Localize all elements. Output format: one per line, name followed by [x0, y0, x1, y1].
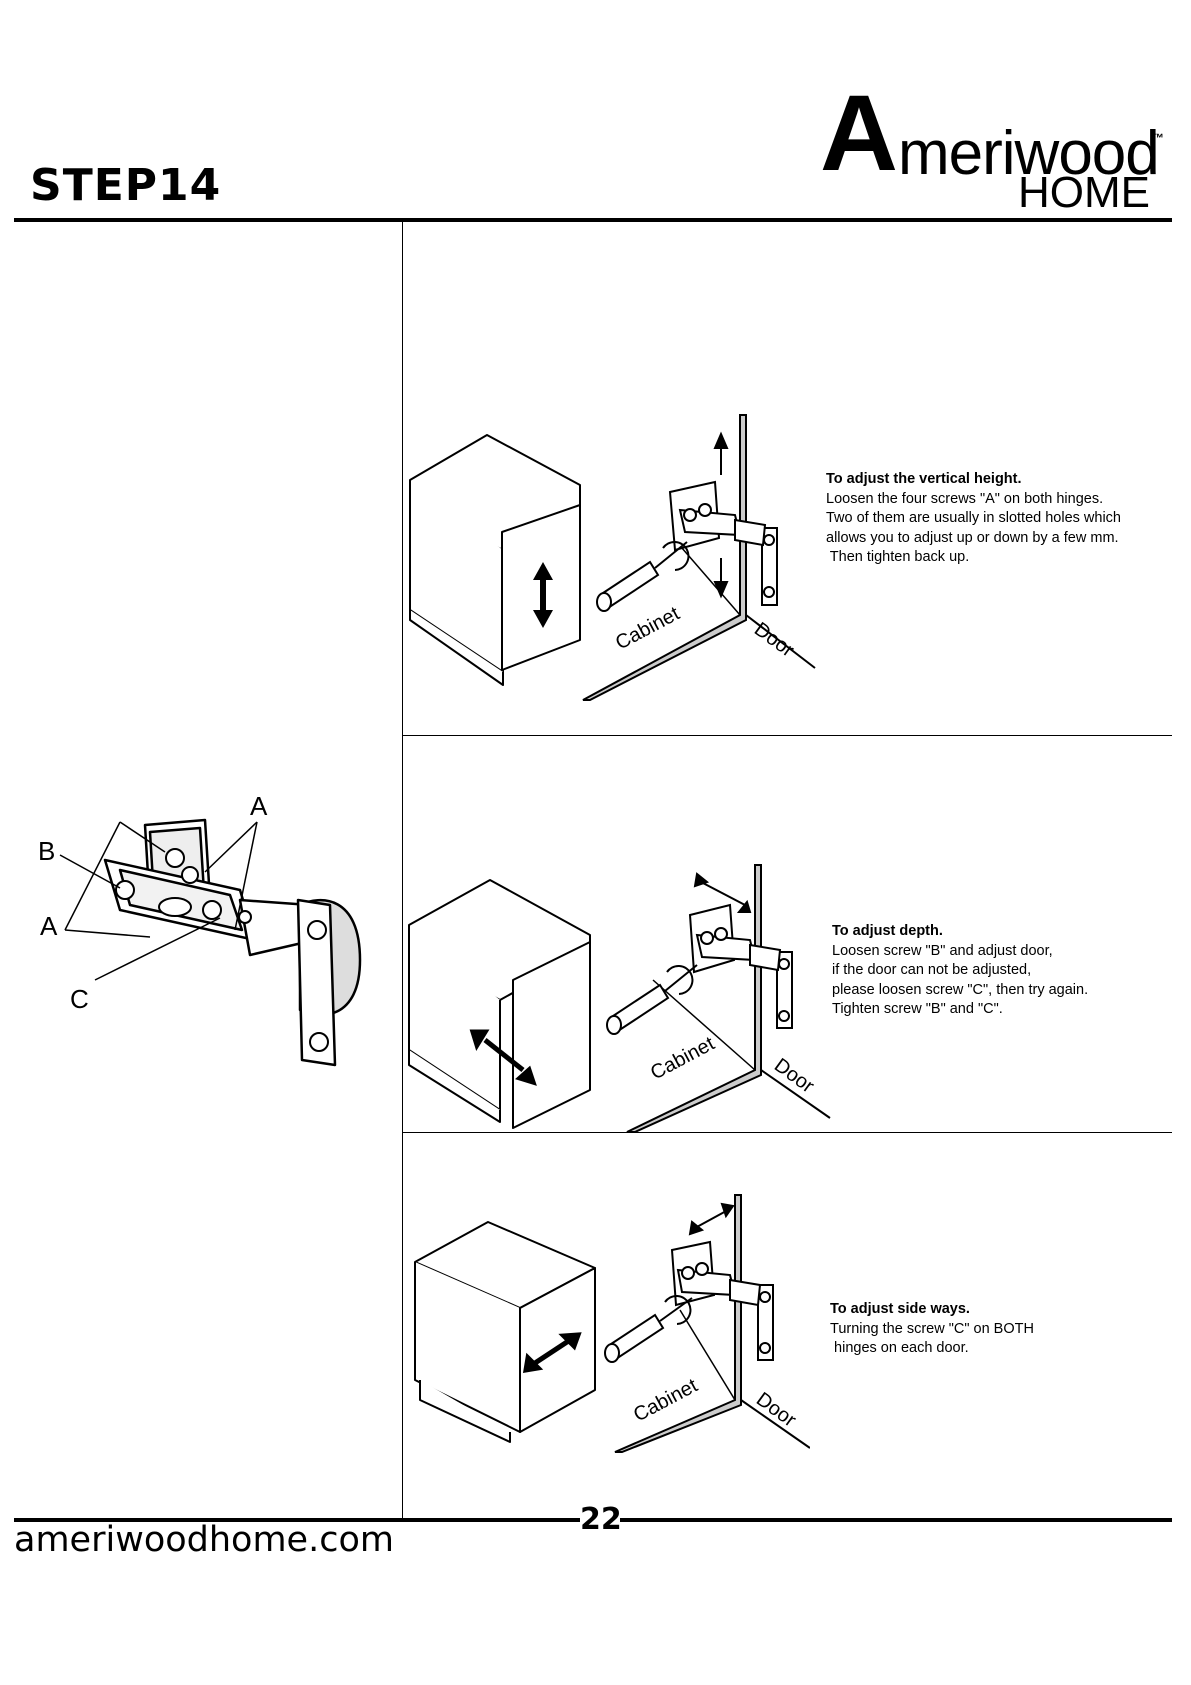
vertical-height-illustration: Cabinet Door: [409, 414, 816, 701]
instruction-line: Loosen the four screws "A" on both hinge…: [826, 490, 1104, 507]
instruction-line: please loosen screw "C", then try again.: [832, 981, 1089, 998]
header-rule: [14, 218, 1172, 222]
hinge-detail-illustration: A B A C: [38, 791, 362, 1067]
logo-home: HOME: [1018, 168, 1150, 217]
column-divider: [402, 222, 403, 1518]
footer-website[interactable]: ameriwoodhome.com: [14, 1520, 394, 1560]
side-ways-illustration: Cabinet Door: [414, 1194, 810, 1453]
callout-b: B: [38, 836, 55, 866]
step-title: STEP14: [30, 160, 222, 211]
cabinet-label-2: Cabinet: [647, 1032, 719, 1084]
instruction-title: To adjust side ways.: [830, 1301, 970, 1317]
instructions-depth: To adjust depth. Loosen screw "B" and ad…: [832, 922, 1172, 1020]
instruction-line: Tighten screw "B" and "C".: [832, 1001, 1003, 1017]
instruction-line: Loosen screw "B" and adjust door,: [832, 942, 1053, 959]
callout-a-left: A: [40, 911, 58, 941]
ameriwood-home-logo: A meriwood ™ HOME: [820, 79, 1165, 217]
instruction-title: To adjust depth.: [832, 923, 943, 939]
instruction-line: Then tighten back up.: [826, 549, 970, 565]
callout-c: C: [70, 984, 89, 1014]
section-divider-2: [403, 1132, 1172, 1133]
depth-adjust-illustration: Cabinet Door: [408, 864, 831, 1133]
cabinet-label-1: Cabinet: [612, 602, 684, 654]
page-number: 22: [580, 1502, 622, 1537]
logo-letter: A: [820, 72, 898, 193]
door-label-2: Door: [770, 1054, 818, 1097]
instructions-vertical-height: To adjust the vertical height. Loosen th…: [826, 470, 1171, 568]
instruction-line: Two of them are usually in slotted holes…: [826, 510, 1121, 526]
callout-a-top: A: [250, 791, 268, 821]
section-divider-1: [403, 735, 1172, 736]
door-label-1: Door: [750, 618, 798, 661]
instruction-line: if the door can not be adjusted,: [832, 962, 1032, 978]
instruction-title: To adjust the vertical height.: [826, 471, 1022, 487]
instruction-line: Turning the screw "C" on BOTH: [830, 1320, 1034, 1337]
instructions-side-ways: To adjust side ways. Turning the screw "…: [830, 1300, 1170, 1359]
instruction-line: allows you to adjust up or down by a few…: [826, 529, 1119, 546]
instruction-line: hinges on each door.: [830, 1340, 969, 1356]
logo-trademark: ™: [1152, 131, 1164, 145]
logo-wordmark: meriwood: [898, 119, 1160, 188]
